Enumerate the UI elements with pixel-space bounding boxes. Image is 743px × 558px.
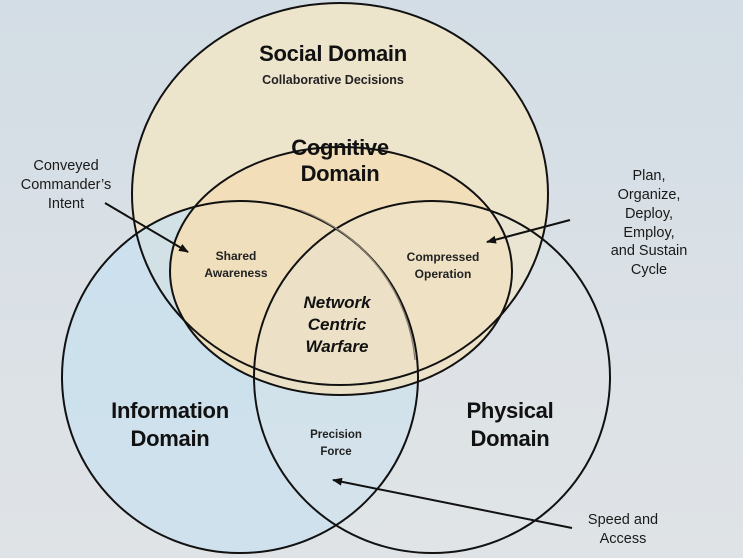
compressed-operation-label: Compressed Operation	[406, 250, 480, 281]
cognitive-domain-outline	[169, 146, 513, 396]
cognitive-domain-title: Cognitive Domain	[291, 135, 389, 187]
intent-arrow	[104, 202, 189, 253]
speed-access-callout: Speed and Access	[587, 512, 659, 547]
cycle-callout: Plan, Organize, Deploy, Employ, and Sust…	[610, 168, 688, 279]
cognitive-domain-ellipse	[170, 147, 512, 395]
physical-domain-title: Physical Domain	[466, 398, 554, 451]
social-domain-title: Social Domain	[259, 41, 407, 66]
network-centric-warfare-label: Network Centric Warfare	[303, 293, 371, 357]
information-domain-title: Information Domain	[111, 398, 229, 451]
speed-arrow	[332, 477, 573, 529]
social-domain-subtitle: Collaborative Decisions	[262, 73, 404, 87]
shared-awareness-label: Shared Awareness	[204, 249, 268, 280]
information-domain-outline	[61, 200, 419, 554]
cycle-arrow	[486, 219, 571, 244]
social-domain-outline	[131, 2, 549, 386]
precision-force-label: Precision Force	[310, 429, 362, 459]
commanders-intent-callout: Conveyed Commander’s Intent	[20, 158, 112, 212]
physical-domain-outline	[253, 200, 611, 554]
